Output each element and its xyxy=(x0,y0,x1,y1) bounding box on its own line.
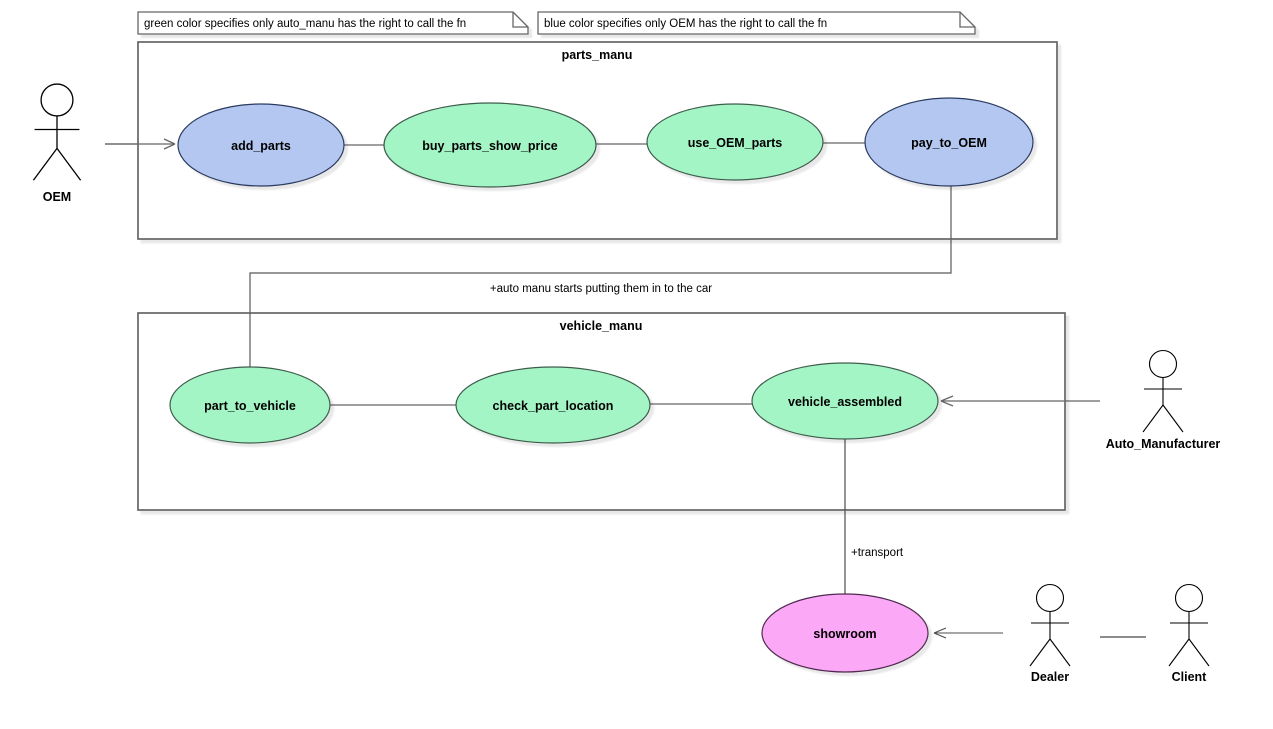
usecase-label: vehicle_assembled xyxy=(788,395,902,409)
usecase-label: showroom xyxy=(813,627,876,641)
usecase-add-parts[interactable]: add_parts xyxy=(177,103,345,187)
note-blue-rule[interactable]: blue color specifies only OEM has the ri… xyxy=(537,11,976,35)
usecase-buy-parts-show-price[interactable]: buy_parts_show_price xyxy=(383,102,597,188)
usecase-ellipse xyxy=(383,102,597,188)
usecase-label: check_part_location xyxy=(493,399,614,413)
actor-label-client: Client xyxy=(1172,670,1208,684)
usecase-showroom[interactable]: showroom xyxy=(761,593,929,673)
actor-dealer[interactable]: Dealer xyxy=(1029,583,1071,685)
actor-label-auto-manufacturer: Auto_Manufacturer xyxy=(1106,437,1221,451)
actor-oem[interactable]: OEM xyxy=(32,83,82,204)
note-green-text: green color specifies only auto_manu has… xyxy=(144,18,466,30)
usecase-label: pay_to_OEM xyxy=(911,136,987,150)
note-shape xyxy=(137,11,529,35)
note-shape xyxy=(537,11,976,35)
usecase-ellipse xyxy=(761,593,929,673)
edge-overlays xyxy=(105,138,1065,510)
actor-client[interactable]: Client xyxy=(1168,583,1210,685)
actor-auto-manufacturer[interactable]: Auto_Manufacturer xyxy=(1106,349,1221,452)
usecase-use-oem-parts[interactable]: use_OEM_parts xyxy=(646,103,824,181)
note-blue-text: blue color specifies only OEM has the ri… xyxy=(544,18,827,30)
usecase-ellipse xyxy=(455,366,651,444)
usecase-label: buy_parts_show_price xyxy=(422,139,558,153)
usecase-part-to-vehicle[interactable]: part_to_vehicle xyxy=(169,366,331,444)
edge-label-auto-manu: +auto manu starts putting them in to the… xyxy=(490,283,712,295)
usecase-vehicle-assembled[interactable]: vehicle_assembled xyxy=(751,362,939,440)
usecase-label: use_OEM_parts xyxy=(688,136,783,150)
usecase-label: part_to_vehicle xyxy=(204,399,296,413)
edge-usecase-links xyxy=(330,142,865,406)
open-arrowhead-icon xyxy=(933,627,947,639)
usecase-label: add_parts xyxy=(231,139,291,153)
note-fold-icon xyxy=(959,12,975,28)
usecase-ellipse xyxy=(169,366,331,444)
usecase-ellipse xyxy=(646,103,824,181)
edge-dealer-to-showroom xyxy=(933,627,1003,639)
boundary-title-parts-manu: parts_manu xyxy=(562,48,633,62)
usecase-check-part-location[interactable]: check_part_location xyxy=(455,366,651,444)
note-fold-icon xyxy=(512,12,528,28)
usecase-ellipse xyxy=(864,97,1034,187)
usecase-ellipse xyxy=(177,103,345,187)
actor-label-oem: OEM xyxy=(43,190,71,204)
usecase-pay-to-oem[interactable]: pay_to_OEM xyxy=(864,97,1034,187)
actor-label-dealer: Dealer xyxy=(1031,670,1069,684)
edge-label-transport: +transport xyxy=(851,547,904,559)
usecase-ellipse xyxy=(751,362,939,440)
note-green-rule[interactable]: green color specifies only auto_manu has… xyxy=(137,11,529,35)
boundary-title-vehicle-manu: vehicle_manu xyxy=(560,319,643,333)
